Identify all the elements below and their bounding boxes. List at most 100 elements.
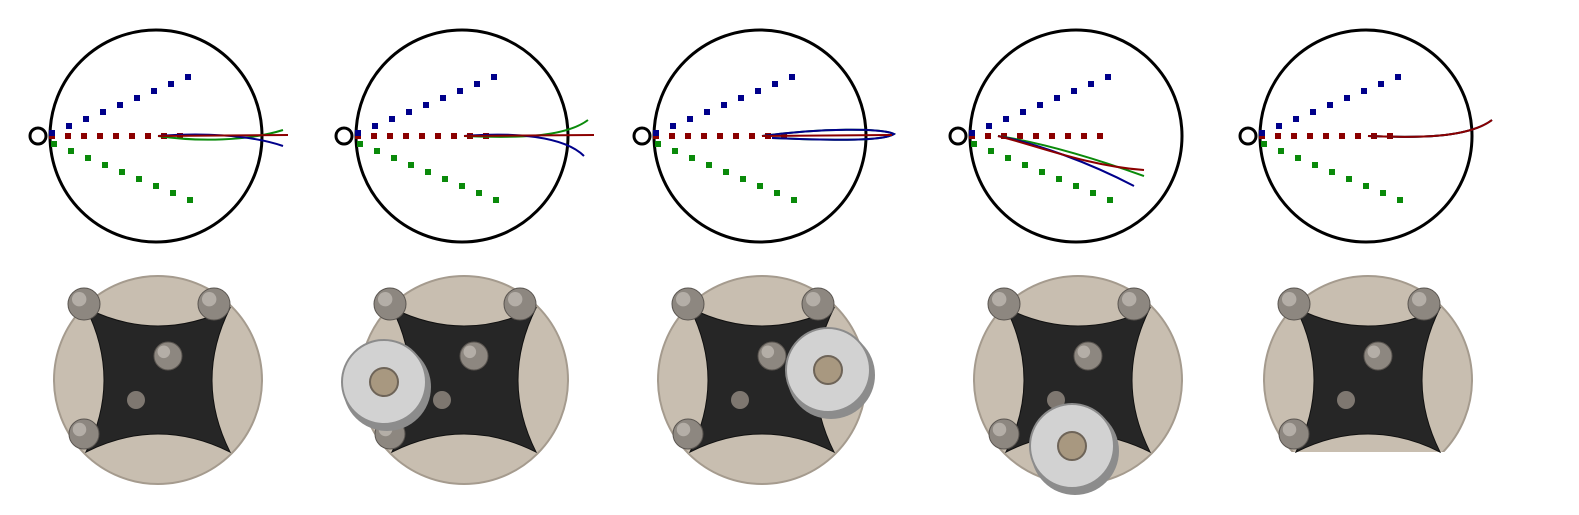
red-marker [145, 133, 151, 139]
trajectory-plot-1 [28, 28, 289, 244]
peg-highlight [1367, 345, 1381, 359]
green-marker [740, 176, 746, 182]
blue-marker [1071, 88, 1077, 94]
blue-marker [1361, 88, 1367, 94]
green-marker [1107, 197, 1113, 203]
red-marker [1291, 133, 1297, 139]
center-boss [1047, 391, 1065, 409]
red-trajectory [1367, 119, 1493, 138]
blue-marker [49, 130, 55, 136]
blue-marker [355, 130, 361, 136]
green-marker [1039, 169, 1045, 175]
peg-highlight [676, 422, 691, 437]
blue-marker [772, 81, 778, 87]
green-marker [357, 141, 363, 147]
weight-hub [369, 367, 399, 397]
red-marker [129, 133, 135, 139]
robot-photo-2 [341, 275, 569, 485]
peg-highlight [72, 292, 87, 307]
red-marker [371, 133, 377, 139]
sample-markers [969, 74, 1113, 203]
green-marker [170, 190, 176, 196]
trajectory-plot-2 [334, 28, 595, 244]
blue-marker [134, 95, 140, 101]
sample-markers [355, 74, 499, 203]
red-marker [1323, 133, 1329, 139]
blue-marker [755, 88, 761, 94]
green-marker [971, 141, 977, 147]
blue-marker [704, 109, 710, 115]
blue-marker [66, 123, 72, 129]
peg-highlight [1412, 292, 1427, 307]
blue-marker [687, 116, 693, 122]
red-marker [81, 133, 87, 139]
green-marker [153, 183, 159, 189]
green-marker [68, 148, 74, 154]
blue-trajectory [761, 128, 896, 141]
green-marker [51, 141, 57, 147]
red-marker [65, 133, 71, 139]
sample-markers [49, 74, 193, 203]
red-marker [97, 133, 103, 139]
trajectory-plot-4 [948, 28, 1184, 244]
blue-marker [1310, 109, 1316, 115]
red-marker [701, 133, 707, 139]
red-trajectory [997, 135, 1145, 171]
green-marker [459, 183, 465, 189]
blue-trajectory [997, 135, 1135, 187]
red-marker [685, 133, 691, 139]
blue-marker [1020, 109, 1026, 115]
blue-marker [1344, 95, 1350, 101]
center-boss [1337, 391, 1355, 409]
blue-marker [1088, 81, 1094, 87]
green-marker [102, 162, 108, 168]
trajectory-lines [463, 119, 595, 157]
blue-marker [372, 123, 378, 129]
red-marker [1275, 133, 1281, 139]
cross-body [84, 306, 232, 454]
red-marker [717, 133, 723, 139]
green-marker [988, 148, 994, 154]
blue-marker [1276, 123, 1282, 129]
blue-marker [1037, 102, 1043, 108]
trajectory-lines [997, 135, 1145, 187]
green-marker [391, 155, 397, 161]
red-marker [387, 133, 393, 139]
origin-marker [1238, 126, 1258, 146]
blue-marker [969, 130, 975, 136]
green-marker [119, 169, 125, 175]
peg-highlight [761, 345, 775, 359]
red-marker [113, 133, 119, 139]
red-marker [419, 133, 425, 139]
peg-highlight [463, 345, 477, 359]
blue-marker [738, 95, 744, 101]
peg-highlight [1122, 292, 1137, 307]
blue-marker [491, 74, 497, 80]
green-marker [136, 176, 142, 182]
center-boss [433, 391, 451, 409]
trajectory-plot-5 [1238, 28, 1493, 244]
red-trajectory [761, 134, 893, 137]
green-marker [1295, 155, 1301, 161]
red-marker [435, 133, 441, 139]
trajectory-lines [1367, 119, 1493, 138]
green-marker [672, 148, 678, 154]
origin-marker [28, 126, 48, 146]
red-marker [1049, 133, 1055, 139]
weight-disc [1029, 403, 1119, 495]
blue-marker [474, 81, 480, 87]
blue-marker [1003, 116, 1009, 122]
green-marker [1022, 162, 1028, 168]
green-marker [1278, 148, 1284, 154]
trajectory-lines [157, 129, 289, 147]
weight-disc [341, 339, 431, 431]
red-marker [403, 133, 409, 139]
blue-marker [789, 74, 795, 80]
origin-marker [632, 126, 652, 146]
center-boss [127, 391, 145, 409]
green-marker [1346, 176, 1352, 182]
blue-marker [168, 81, 174, 87]
green-marker [774, 190, 780, 196]
green-marker [757, 183, 763, 189]
red-trajectory [157, 134, 289, 137]
